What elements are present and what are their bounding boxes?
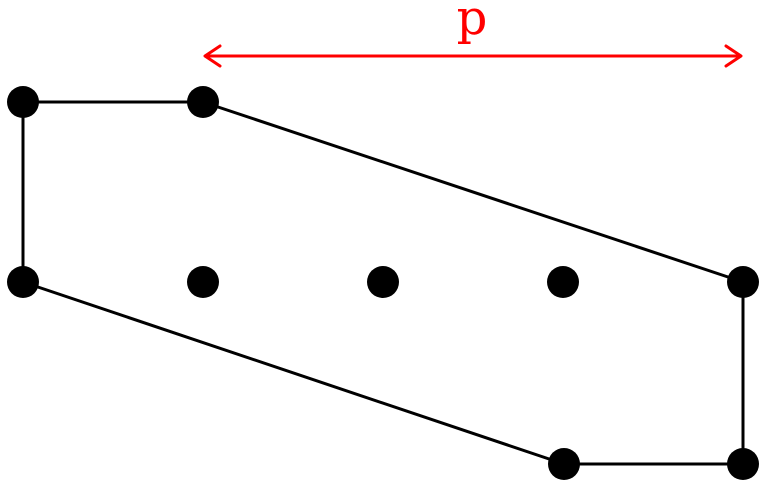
vertex-point — [727, 266, 759, 298]
interior-point — [367, 266, 399, 298]
lattice-points — [7, 86, 759, 480]
vertex-point — [7, 266, 39, 298]
polygon-edge — [22, 280, 565, 466]
interior-point — [547, 266, 579, 298]
polygon-edge — [202, 100, 744, 284]
polygon — [21, 100, 745, 466]
interior-point — [187, 266, 219, 298]
vertex-point — [7, 86, 39, 118]
width-arrow-right-head — [724, 44, 743, 68]
vertex-point — [548, 448, 580, 480]
vertex-point — [727, 448, 759, 480]
vertex-point — [187, 86, 219, 118]
width-arrow: p — [203, 0, 743, 68]
width-arrow-left-head — [203, 44, 222, 68]
width-label: p — [457, 0, 488, 46]
